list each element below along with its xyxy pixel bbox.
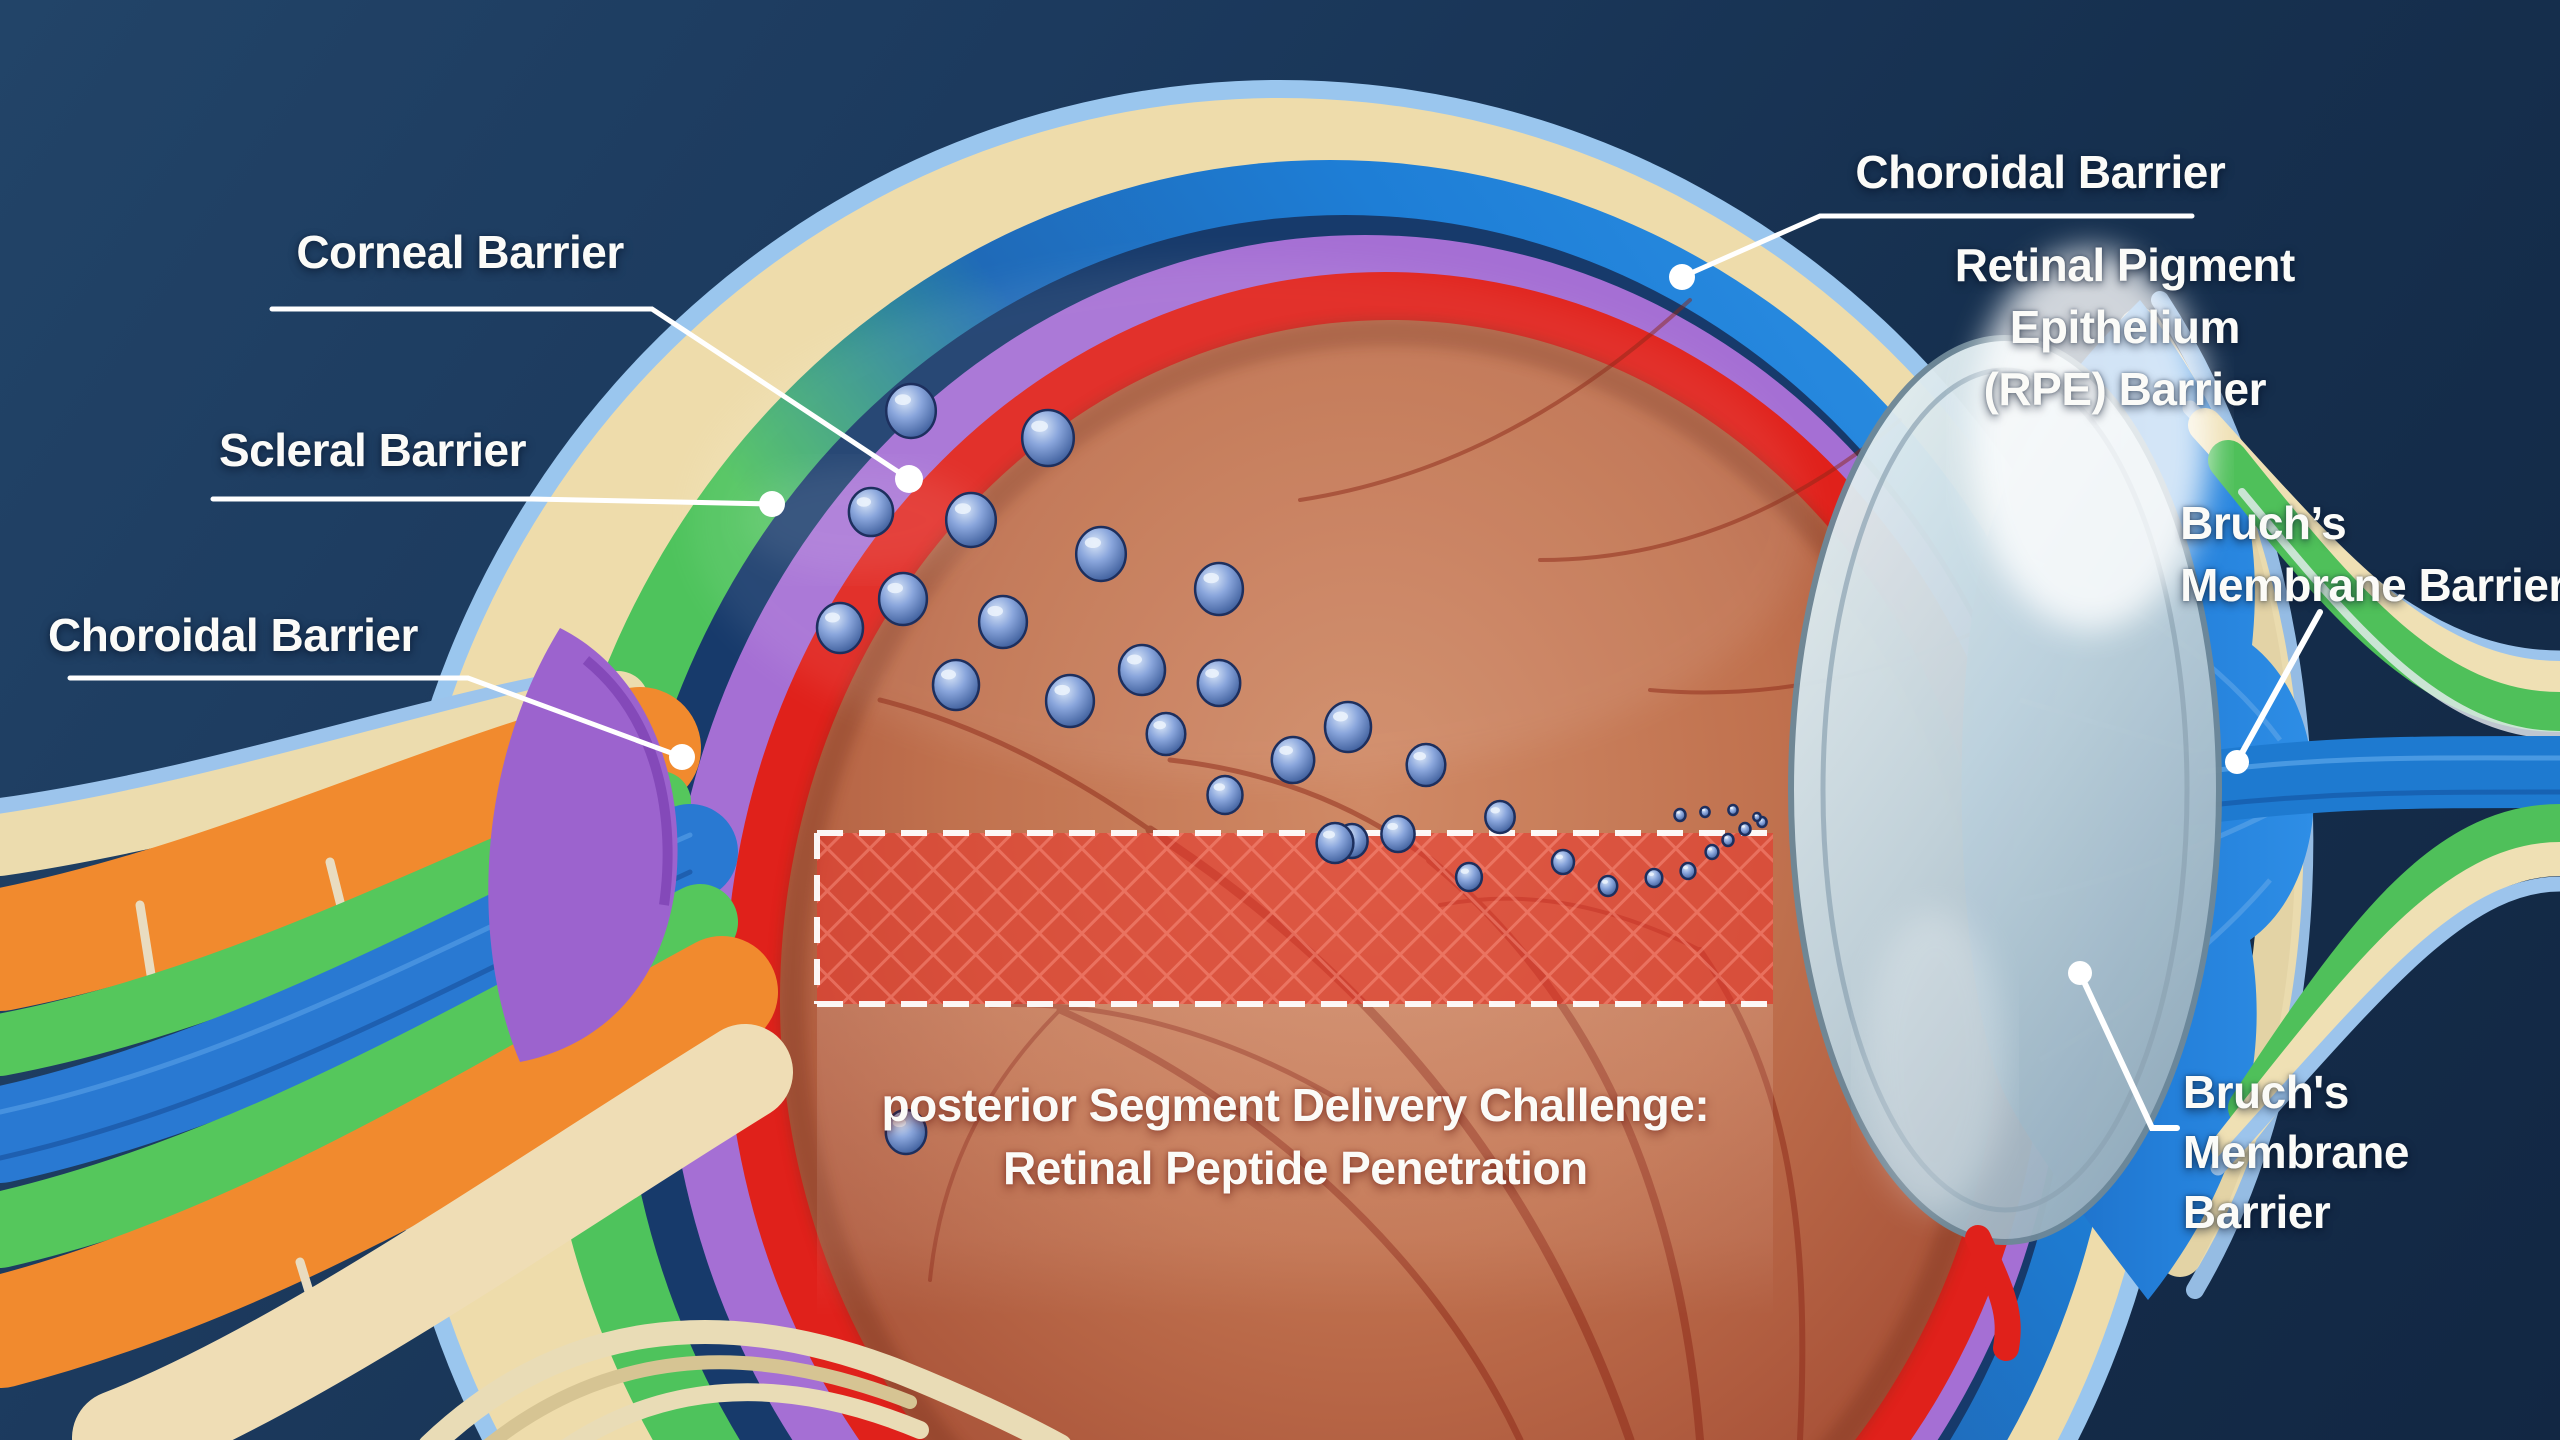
box-heading-line2: Retinal Peptide Penetration: [1003, 1142, 1588, 1195]
label-bruchs-lower-line2: Membrane: [2182, 1126, 2410, 1178]
peptide-particles: [815, 382, 1768, 1156]
delivery-challenge-box: [814, 830, 1776, 1316]
crystalline-lens: [1788, 250, 2222, 1361]
label-rpe-barrier: Retinal Pigment Epithelium (RPE) Barrier: [1954, 234, 2296, 420]
translucent-panel: [817, 1004, 1773, 1316]
leader-line-choroidal-left: [67, 675, 685, 760]
peptide-particle: [1193, 561, 1245, 617]
rstalk-cream-bottom: [2211, 842, 2560, 1165]
peptide-particle: [1323, 700, 1373, 754]
peptide-particle: [1704, 843, 1720, 861]
rstalk-blue-fiber: [2197, 789, 2560, 809]
peptide-particle: [1454, 861, 1484, 893]
peptide-particle: [1044, 673, 1096, 729]
leader-lines: [67, 213, 2323, 1131]
peptide-particle: [1484, 799, 1516, 835]
peptide-particle: [1597, 874, 1619, 898]
peptide-particle: [1270, 735, 1316, 785]
label-choroidal-barrier-right: Choroidal Barrier: [1855, 146, 2226, 199]
label-bruchs-membrane-barrier-upper: Bruch’s Membrane Barrier: [2180, 492, 2560, 616]
peptide-particle: [944, 491, 998, 549]
box-heading-line1: posterior Segment Delivery Challenge:: [881, 1079, 1710, 1132]
peptide-particle: [1644, 867, 1664, 889]
peptide-particle: [1074, 525, 1128, 583]
peptide-particle: [1405, 742, 1447, 788]
label-scleral-barrier: Scleral Barrier: [218, 424, 527, 477]
peptide-particle: [1738, 821, 1752, 837]
rstalk-blue-fiber: [2197, 755, 2560, 775]
peptide-particle: [977, 594, 1029, 650]
rstalk-blue-center: [2149, 736, 2560, 826]
tendon-fiber: [483, 1355, 917, 1440]
peptide-particle: [1679, 861, 1697, 881]
leader-dot-bruchs-lower: [2068, 961, 2092, 985]
peptide-particle: [1721, 832, 1735, 848]
peptide-particle: [1020, 408, 1076, 468]
leader-dot-choroidal-left: [669, 744, 695, 770]
rstalk-white-line: [2238, 488, 2560, 739]
peptide-particle: [877, 571, 929, 627]
peptide-particle: [931, 658, 981, 712]
interior-sheen: [690, 260, 1810, 780]
label-bruchs-upper-line2: Membrane Barrier: [2180, 559, 2560, 612]
red-sliver-below-lens: [1965, 1225, 2021, 1361]
leader-dot-scleral: [759, 491, 785, 517]
label-bruchs-lower-line1: Bruch's: [2182, 1066, 2349, 1118]
label-bruchs-lower-line3: Barrier: [2182, 1186, 2331, 1238]
peptide-particle: [884, 382, 938, 440]
peptide-particle: [1145, 711, 1187, 757]
label-corneal-barrier: Corneal Barrier: [296, 225, 624, 278]
peptide-particle: [847, 486, 895, 538]
leader-dot-corneal: [895, 465, 923, 493]
rstalk-green-top: [2208, 440, 2560, 732]
label-rpe-line3: (RPE) Barrier: [1983, 363, 2267, 415]
leader-line-bruchs-upper: [2234, 609, 2323, 765]
label-choroidal-barrier-left: Choroidal Barrier: [48, 608, 418, 661]
hatch-pattern: [817, 833, 1773, 1004]
leader-line-corneal: [269, 306, 912, 482]
peptide-particle: [1673, 807, 1687, 823]
stalk-pale-blue-edge: [0, 664, 613, 814]
label-bruchs-membrane-barrier-lower: Bruch's Membrane Barrier: [2182, 1062, 2410, 1242]
label-rpe-line2: Epithelium: [2009, 301, 2241, 353]
peptide-particle: [884, 1108, 928, 1156]
tendon-fiber: [419, 1319, 1071, 1440]
lens-highlight: [1970, 250, 2210, 630]
leader-line-choroidal-right: [1679, 213, 2195, 280]
right-stalk-layers: [2149, 400, 2560, 1176]
peptide-particle: [1550, 848, 1576, 876]
peptide-particle: [1752, 811, 1762, 823]
stalk-orange-band-2: [0, 936, 778, 1388]
leader-line-bruchs-lower: [2077, 970, 2180, 1131]
peptide-particle: [1380, 814, 1416, 854]
peptide-particle: [815, 601, 865, 655]
peptide-particle: [1727, 803, 1739, 817]
peptide-particle: [1196, 658, 1242, 708]
leader-dot-bruchs-upper: [2225, 750, 2249, 774]
rstalk-pale-blue-bottom: [2210, 876, 2560, 1176]
label-bruchs-upper-line1: Bruch’s: [2180, 497, 2347, 550]
leader-dots: [669, 264, 2249, 985]
tendon-fiber: [561, 1383, 929, 1440]
label-rpe-line1: Retinal Pigment: [1954, 239, 2296, 291]
leader-dot-choroidal-right: [1669, 264, 1695, 290]
stalk-cream-band-2: [72, 1024, 793, 1440]
box-heading: posterior Segment Delivery Challenge: Re…: [882, 1074, 1710, 1200]
peptide-particle: [1315, 821, 1355, 865]
lens-lower-sheen: [1865, 910, 2005, 1210]
purple-wedge-edge: [582, 656, 673, 906]
peptide-particle: [1699, 805, 1711, 819]
peptide-particle: [1117, 643, 1167, 697]
leader-line-scleral: [210, 496, 775, 507]
peptide-particle: [1206, 774, 1244, 816]
